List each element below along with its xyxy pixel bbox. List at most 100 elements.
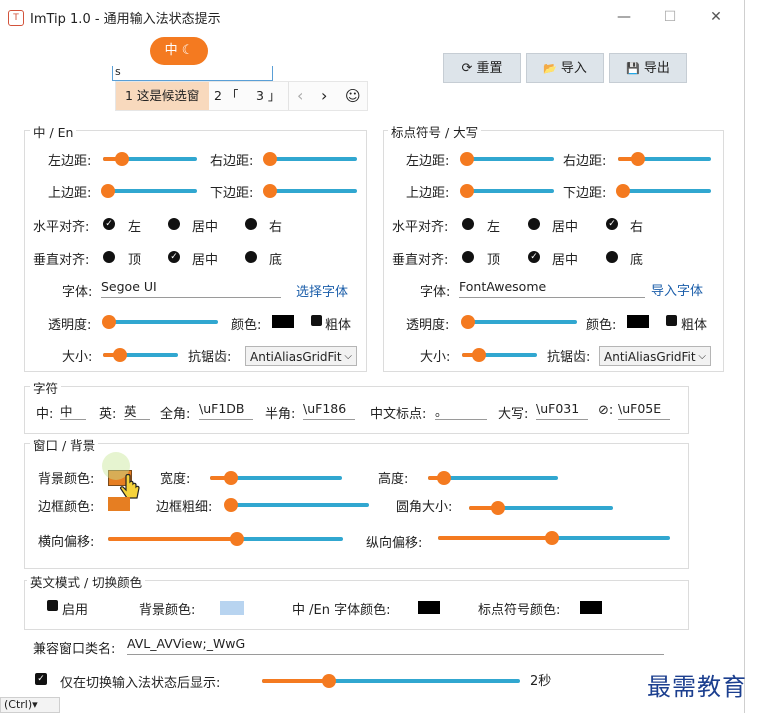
punct-right-margin-label: 右边距: <box>563 154 607 169</box>
show-after-slider[interactable] <box>262 674 520 688</box>
punct-left-margin-slider[interactable] <box>459 152 554 166</box>
chars-slash-input[interactable]: \uF05E <box>618 401 670 420</box>
paste-options-tag[interactable]: (Ctrl)▾ <box>0 697 60 713</box>
close-button[interactable]: ✕ <box>710 9 722 25</box>
candidate-3[interactable]: 3 」 <box>256 88 281 103</box>
chars-full-input[interactable]: \uF1DB <box>199 401 253 420</box>
width-slider[interactable] <box>210 471 342 485</box>
height-slider[interactable] <box>428 471 558 485</box>
chars-cnpunct-input[interactable]: 。 <box>435 401 487 420</box>
cn-right-margin-slider[interactable] <box>262 152 357 166</box>
preview-input[interactable]: s <box>112 65 273 81</box>
cn-valign-bottom-radio[interactable] <box>245 251 257 263</box>
folder-icon: 📂 <box>543 62 557 75</box>
h-offset-label: 横向偏移: <box>38 535 95 550</box>
punct-font-input[interactable]: FontAwesome <box>459 279 645 298</box>
punct-color-swatch[interactable] <box>627 315 649 328</box>
cn-halign-center-label: 居中 <box>192 220 219 235</box>
cn-halign-center-radio[interactable] <box>168 218 180 230</box>
cn-opacity-slider[interactable] <box>101 315 218 329</box>
h-offset-slider[interactable] <box>108 532 343 546</box>
punct-right-margin-slider[interactable] <box>618 152 711 166</box>
compat-input[interactable]: AVL_AVView;_WwG <box>127 636 664 655</box>
punct-valign-bottom-radio[interactable] <box>606 251 618 263</box>
cn-top-margin-label: 上边距: <box>48 186 92 201</box>
maximize-button[interactable]: ☐ <box>663 9 677 25</box>
cn-en-group-title: 中 / En <box>30 122 77 141</box>
prev-page-icon[interactable]: ‹ <box>297 86 304 105</box>
punct-size-slider[interactable] <box>462 348 537 362</box>
candidate-2[interactable]: 2 「 <box>214 88 239 103</box>
punct-group-title: 标点符号 / 大写 <box>388 122 482 141</box>
choose-font-link[interactable]: 选择字体 <box>296 285 349 300</box>
next-page-icon[interactable]: › <box>321 86 328 105</box>
cn-halign-label: 水平对齐: <box>33 220 90 235</box>
border-width-slider[interactable] <box>223 498 369 512</box>
cn-bold-checkbox[interactable] <box>311 315 322 326</box>
export-button[interactable]: 💾 导出 <box>609 53 687 83</box>
show-after-label: 仅在切换输入法状态后显示: <box>60 676 221 691</box>
cn-font-label: 字体: <box>62 285 93 300</box>
title-bar: T ImTip 1.0 - 通用输入法状态提示 — ☐ ✕ <box>0 0 744 34</box>
punct-valign-top-label: 顶 <box>487 253 501 268</box>
window-title: ImTip 1.0 - 通用输入法状态提示 <box>30 12 221 27</box>
punct-bold-checkbox[interactable] <box>666 315 677 326</box>
cn-font-input[interactable]: Segoe UI <box>101 279 281 298</box>
punct-halign-left-radio[interactable] <box>462 218 474 230</box>
punct-valign-center-label: 居中 <box>552 253 579 268</box>
punct-valign-center-radio[interactable]: ✓ <box>528 251 540 263</box>
border-color-swatch[interactable] <box>108 497 130 511</box>
cn-halign-right-radio[interactable] <box>245 218 257 230</box>
punct-bottom-margin-slider[interactable] <box>615 184 711 198</box>
punct-antialias-select[interactable]: AntiAliasGridFit⌵ <box>599 346 711 366</box>
save-icon: 💾 <box>626 62 640 75</box>
cn-halign-left-label: 左 <box>128 220 142 235</box>
cn-bold-label: 粗体 <box>325 318 352 333</box>
reset-button[interactable]: ⟳ 重置 <box>443 53 521 83</box>
show-after-checkbox[interactable]: ✓ <box>35 673 47 685</box>
punct-top-margin-slider[interactable] <box>459 184 554 198</box>
cn-valign-top-radio[interactable] <box>103 251 115 263</box>
chars-en-input[interactable]: 英 <box>124 401 150 420</box>
cn-bottom-margin-slider[interactable] <box>262 184 357 198</box>
en-mode-font-swatch[interactable] <box>418 601 440 614</box>
en-mode-punct-swatch[interactable] <box>580 601 602 614</box>
emoji-icon[interactable]: ☺ <box>345 87 361 105</box>
punct-valign-top-radio[interactable] <box>462 251 474 263</box>
en-mode-enable-label: 启用 <box>62 603 89 618</box>
import-font-link[interactable]: 导入字体 <box>651 284 704 299</box>
punct-halign-center-radio[interactable] <box>528 218 540 230</box>
reset-label: 重置 <box>476 61 503 76</box>
cn-top-margin-slider[interactable] <box>100 184 197 198</box>
cn-color-label: 颜色: <box>231 318 262 333</box>
import-button[interactable]: 📂 导入 <box>526 53 604 83</box>
en-mode-enable-checkbox[interactable] <box>47 600 58 611</box>
chars-cn-label: 中: <box>36 407 54 422</box>
ime-status-pill: 中 ☾ <box>150 37 208 65</box>
candidate-1[interactable]: 1 这是候选窗 <box>116 82 209 110</box>
cn-bottom-margin-label: 下边距: <box>210 186 254 201</box>
cn-color-swatch[interactable] <box>272 315 294 328</box>
cn-valign-center-radio[interactable]: ✓ <box>168 251 180 263</box>
cn-left-margin-slider[interactable] <box>103 152 197 166</box>
cn-size-label: 大小: <box>62 350 93 365</box>
chars-group <box>24 386 689 434</box>
radius-slider[interactable] <box>469 501 613 515</box>
compat-label: 兼容窗口类名: <box>33 642 116 657</box>
chars-half-input[interactable]: \uF186 <box>303 401 355 420</box>
cn-halign-left-radio[interactable]: ✓ <box>103 218 115 230</box>
minimize-button[interactable]: — <box>617 9 631 25</box>
punct-halign-right-radio[interactable]: ✓ <box>606 218 618 230</box>
punct-opacity-slider[interactable] <box>460 315 577 329</box>
v-offset-slider[interactable] <box>438 531 670 545</box>
cn-antialias-select[interactable]: AntiAliasGridFit⌵ <box>245 346 357 366</box>
chars-caps-input[interactable]: \uF031 <box>536 401 588 420</box>
cn-size-slider[interactable] <box>103 348 178 362</box>
hand-cursor-icon <box>118 473 142 506</box>
en-mode-bg-swatch[interactable] <box>220 601 244 615</box>
window-bg-group-title: 窗口 / 背景 <box>30 435 99 454</box>
chevron-down-icon: ⌵ <box>344 351 352 362</box>
chars-cn-input[interactable]: 中 <box>60 401 86 420</box>
en-mode-punct-color-label: 标点符号颜色: <box>478 603 561 618</box>
punct-size-label: 大小: <box>420 350 451 365</box>
